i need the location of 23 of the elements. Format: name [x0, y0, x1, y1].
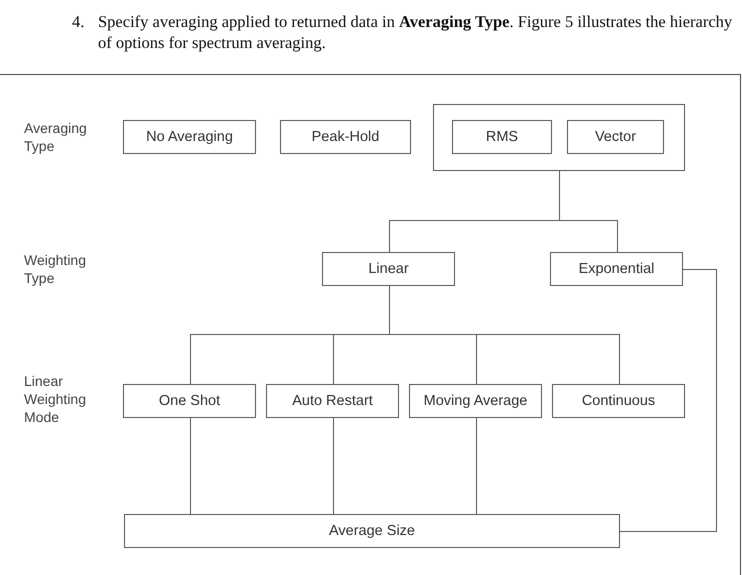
option-box: Vector — [567, 120, 664, 154]
row-label: Weighting Type — [24, 251, 88, 287]
option-box: Moving Average — [409, 384, 542, 418]
connector-line — [476, 418, 477, 514]
option-box: Exponential — [550, 252, 683, 286]
option-box: Continuous — [552, 384, 685, 418]
option-box: One Shot — [123, 384, 256, 418]
connector-line — [559, 170, 618, 252]
connector-line — [190, 418, 191, 514]
option-box: RMS — [452, 120, 552, 154]
option-box: Auto Restart — [266, 384, 399, 418]
row-label: Averaging Type — [24, 119, 88, 155]
group-box — [433, 104, 685, 171]
connector-line — [389, 286, 620, 384]
option-box: Average Size — [124, 514, 620, 548]
row-label: Linear Weighting Mode — [24, 372, 88, 426]
option-box: Linear — [322, 252, 455, 286]
option-box: No Averaging — [123, 120, 256, 154]
option-box: Peak-Hold — [280, 120, 411, 154]
connector-line — [333, 418, 334, 514]
instruction-text: Specify averaging applied to returned data in Averaging Type. Figure 5 illustrates the hierarchy of options for spectrum averaging. — [98, 11, 734, 53]
connector-line — [620, 269, 717, 532]
list-number: 4. — [72, 11, 86, 32]
